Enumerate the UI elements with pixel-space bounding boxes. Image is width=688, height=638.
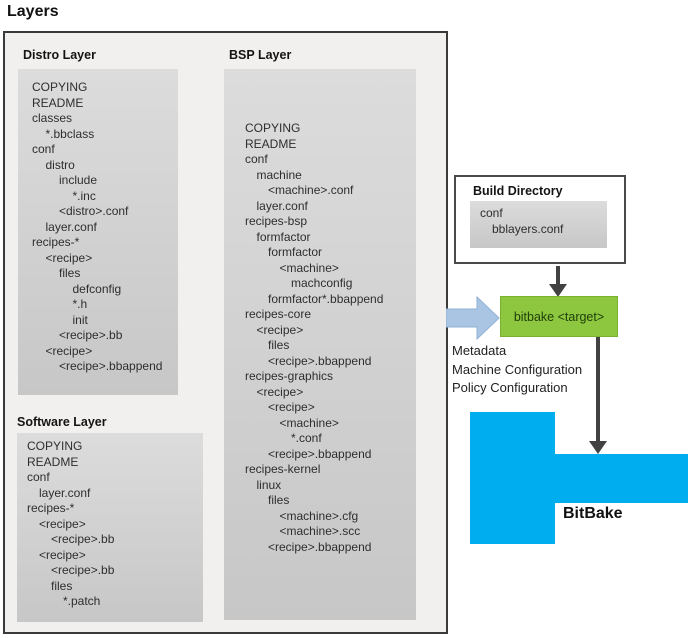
distro-tree-item: <recipe> [45, 343, 93, 358]
bsp-tree-item: layer.conf [256, 198, 308, 213]
distro-tree-item: conf [32, 142, 55, 156]
software-tree-item: <recipe> [39, 547, 86, 562]
page-title: Layers [7, 3, 59, 20]
distro-tree-item: files [59, 266, 81, 280]
bsp-tree-item: <recipe>.bbappend [268, 353, 372, 368]
annotation-line: Machine Configuration [452, 361, 583, 377]
bsp-tree-item: <machine> [279, 415, 339, 430]
bsp-tree-item: <recipe> [256, 384, 304, 399]
distro-tree-item: *.h [72, 297, 88, 311]
distro-tree-item: include [59, 173, 98, 187]
distro-tree-item: <recipe>.bb [59, 328, 123, 342]
distro-tree-item: classes [32, 111, 73, 125]
bsp-tree-item: <machine>.conf [268, 183, 354, 197]
distro-tree-item: README [32, 95, 84, 110]
bsp-tree-item: linux [256, 477, 282, 492]
bsp-tree-item: <machine> [279, 260, 339, 275]
distro-tree-item: <distro>.conf [59, 204, 129, 218]
distro-tree-item: <recipe>.bbappend [59, 359, 163, 373]
target-to-bitbake-arrow-head-icon [589, 441, 607, 454]
distro-tree-item: layer.conf [45, 219, 97, 234]
bsp-tree-item: recipes-kernel [245, 462, 321, 476]
software-tree-item: <recipe>.bb [51, 563, 115, 577]
software-tree-item: <recipe> [39, 516, 86, 531]
bsp-tree-item: recipes-bsp [245, 214, 308, 228]
bitbake-target-box: bitbake <target> [500, 296, 618, 337]
build-to-target-arrow-shaft [556, 266, 560, 286]
bitbake-shape-horizontal-bar [555, 454, 688, 503]
software-tree-item: <recipe>.bb [51, 532, 115, 546]
build-tree-item: conf [480, 206, 503, 220]
bsp-tree-item: <machine>.cfg [279, 508, 359, 523]
distro-tree-item: *.inc [72, 188, 96, 203]
software-layer-heading: Software Layer [17, 415, 107, 429]
distro-layer-heading: Distro Layer [23, 48, 96, 62]
bsp-tree-item: recipes-graphics [245, 369, 334, 383]
software-tree-item: README [27, 454, 79, 469]
bsp-tree-item: machine [256, 167, 302, 182]
bitbake-label: BitBake [563, 505, 623, 522]
distro-tree-item: <recipe> [45, 250, 93, 265]
build-tree-item: bblayers.conf [492, 221, 564, 236]
layers-to-target-arrow-icon [446, 296, 500, 340]
bsp-tree-item: formfactor*.bbappend [268, 291, 384, 306]
bsp-tree-item: machconfig [291, 276, 353, 290]
bsp-tree-item: <recipe> [268, 400, 315, 414]
target-to-bitbake-arrow-shaft [596, 337, 600, 442]
software-tree-item: layer.conf [39, 485, 91, 500]
bsp-tree-item: files [268, 493, 290, 507]
bsp-tree-item: README [245, 136, 297, 151]
bsp-tree-item: *.conf [291, 431, 322, 445]
bsp-tree-item: <recipe>.bbappend [268, 539, 372, 554]
annotation-line: Policy Configuration [452, 380, 568, 395]
distro-tree-item: init [72, 312, 88, 327]
distro-tree-item: defconfig [72, 281, 122, 296]
software-tree-item: recipes-* [27, 501, 75, 515]
bsp-tree-item: <recipe>.bbappend [268, 446, 372, 461]
build-to-target-arrow-head-icon [549, 284, 567, 297]
distro-tree-item: recipes-* [32, 235, 80, 249]
software-tree-item: *.patch [63, 594, 101, 608]
distro-tree-item: distro [45, 157, 75, 172]
distro-tree-item: *.bbclass [45, 126, 95, 141]
bsp-tree-item: formfactor [256, 229, 311, 244]
bsp-tree-item: files [268, 338, 290, 352]
software-tree-item: conf [27, 470, 50, 484]
bsp-tree-item: <machine>.scc [279, 524, 361, 538]
bsp-tree-item: COPYING [245, 121, 301, 135]
software-tree-item: files [51, 578, 73, 593]
annotation-line: Metadata [452, 343, 507, 358]
bsp-tree-item: formfactor [268, 245, 323, 259]
bsp-tree-item: recipes-core [245, 307, 312, 321]
distro-tree-item: COPYING [32, 80, 88, 94]
bitbake-target-label: bitbake <target> [513, 309, 605, 324]
bsp-tree-item: conf [245, 152, 268, 166]
bsp-tree-item: <recipe> [256, 322, 304, 337]
build-directory-heading: Build Directory [473, 184, 563, 198]
bitbake-shape-vertical-block [470, 412, 555, 544]
bsp-layer-heading: BSP Layer [229, 48, 292, 62]
software-tree-item: COPYING [27, 439, 83, 453]
